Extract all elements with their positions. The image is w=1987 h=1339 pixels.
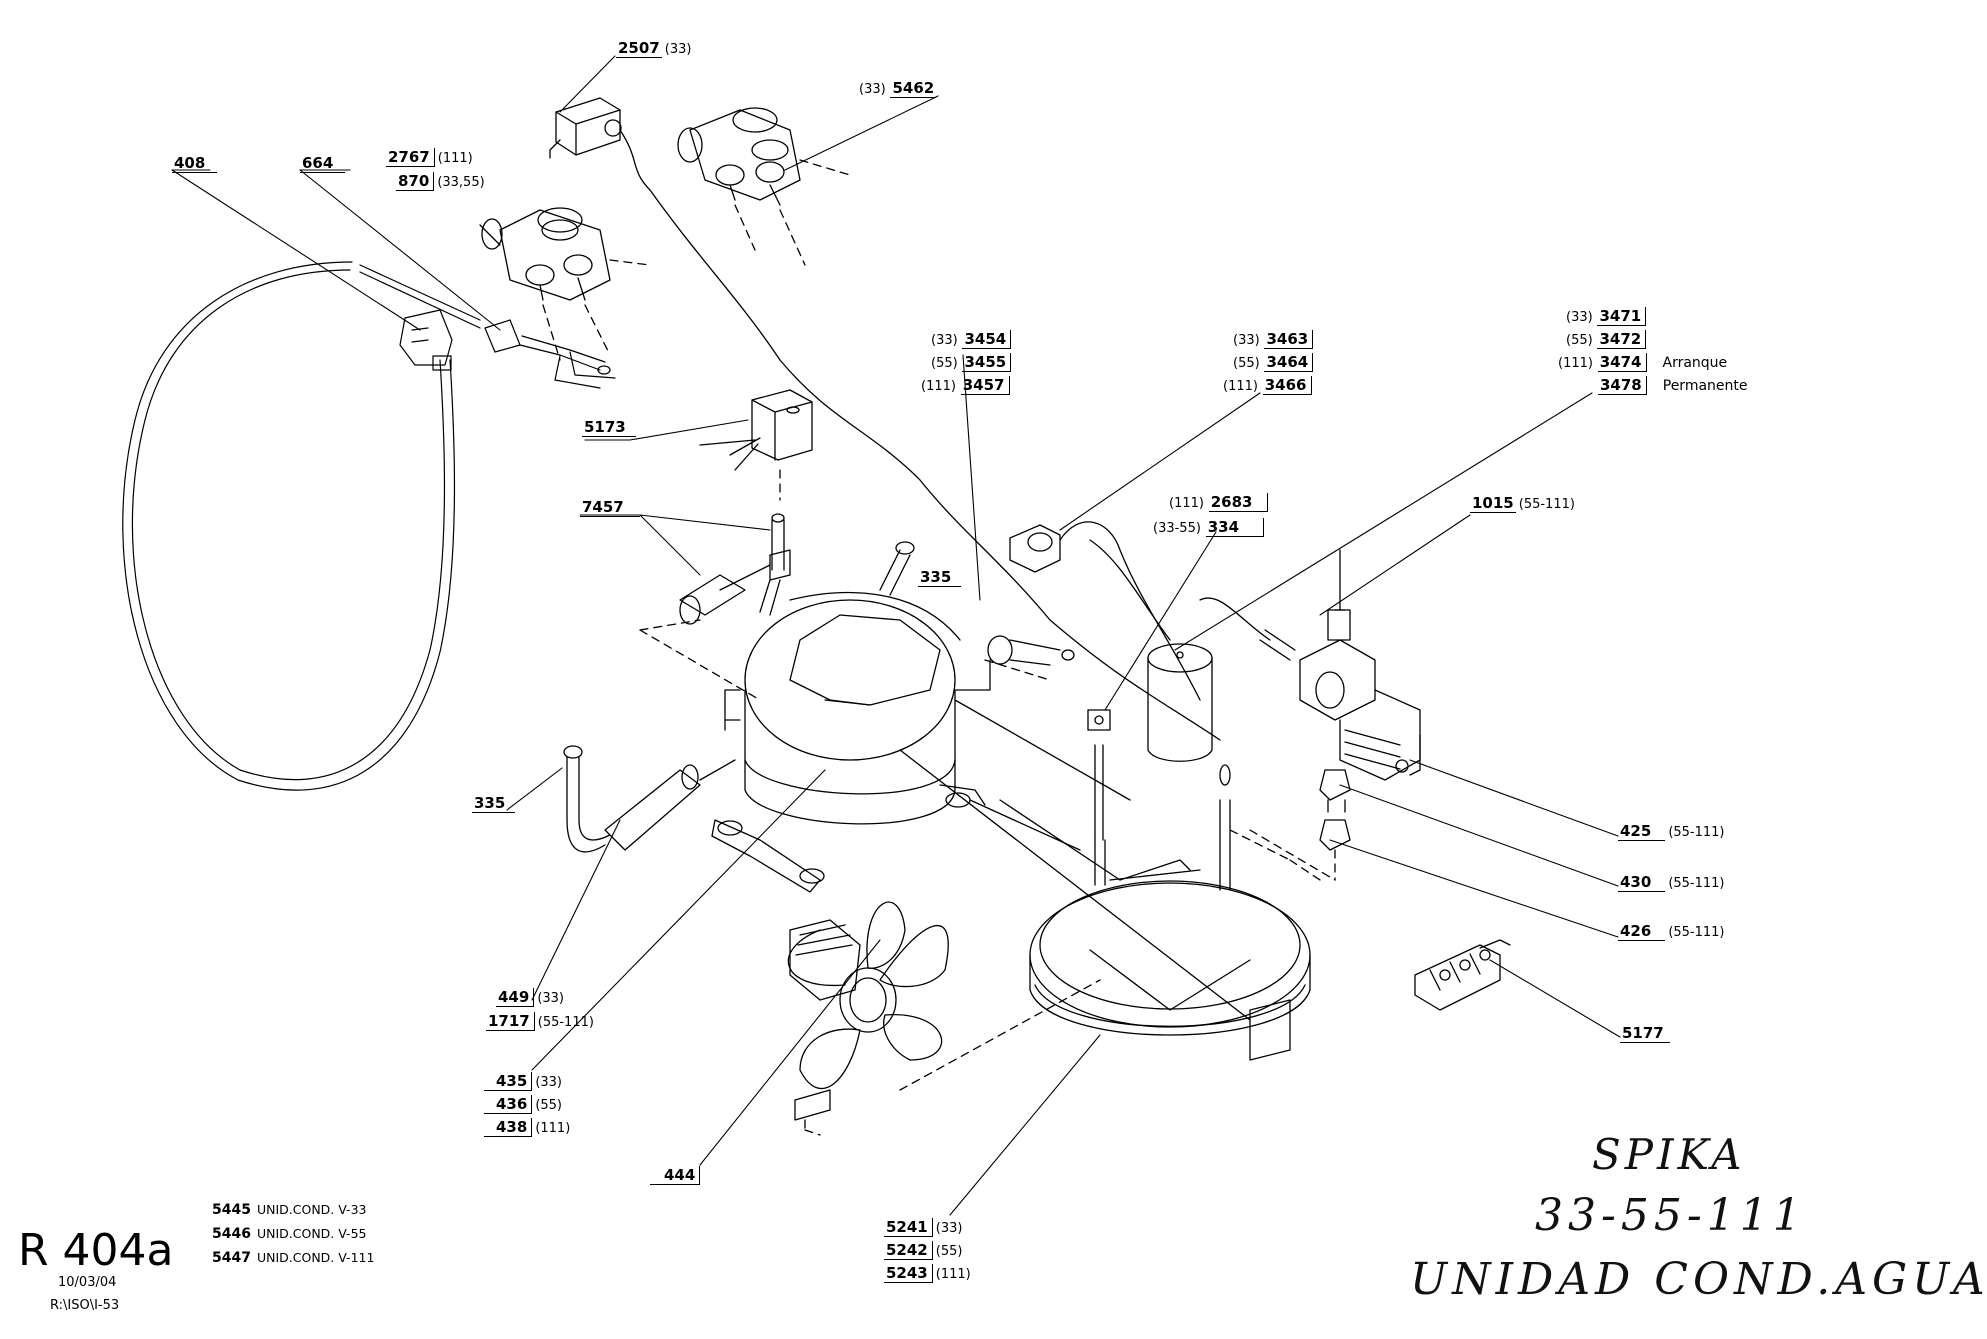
label-2507: 2507(33) [616, 39, 692, 58]
label-2683: (111) 2683 [1166, 493, 1268, 513]
label-2767: 2767(111) [386, 148, 473, 167]
label-430: 430(55-111) [1618, 873, 1725, 892]
relay-3463 [1009, 521, 1201, 701]
label-335-left: 335 [472, 794, 516, 813]
title-model: SPIKA [1592, 1130, 1746, 1179]
label-5173: 5173 [582, 418, 636, 437]
label-870: 870(33,55) [396, 172, 485, 191]
label-449: 449(33) [496, 988, 564, 1007]
label-3455: (55) 3455 [928, 353, 1012, 373]
label-3471: (33) 3471 [1563, 307, 1647, 327]
label-3457: (111) 3457 [918, 376, 1010, 396]
label-408: 408 [172, 154, 218, 173]
label-444: 444 [650, 1166, 701, 1185]
label-3464: (55) 3464 [1230, 353, 1314, 373]
title-variants: 33-55-111 [1535, 1190, 1806, 1241]
label-436: 436(55) [484, 1095, 562, 1115]
valve-7457 [639, 513, 791, 701]
label-438: 438(111) [484, 1118, 570, 1138]
label-1717: 1717(55-111) [486, 1012, 594, 1031]
label-5241: 5241(33) [884, 1218, 963, 1237]
part-number: 2507 [616, 39, 662, 58]
title-unit: UNIDAD COND.AGUA [1410, 1254, 1987, 1305]
label-435: 435(33) [484, 1072, 562, 1092]
power-cord [122, 261, 616, 791]
coil-5173 [699, 389, 813, 501]
label-5242: 5242(55) [884, 1241, 963, 1260]
pipes [899, 699, 1251, 1021]
refrigerant-label: R 404a [18, 1225, 174, 1276]
filter-drier [563, 745, 736, 853]
label-425: 425(55-111) [1618, 822, 1725, 841]
file-path: R:\ISO\I-53 [50, 1298, 120, 1313]
label-664: 664 [300, 154, 346, 173]
label-334: (33-55) 334 [1150, 518, 1265, 538]
water-valve [1199, 549, 1421, 881]
compressor [711, 541, 1075, 893]
capacitor [1089, 539, 1213, 762]
condenser-coil [1029, 709, 1321, 1061]
label-3454: (33) 3454 [928, 330, 1012, 350]
condenser-fan [787, 901, 1101, 1136]
label-5462: (33) 5462 [859, 79, 937, 98]
label-5243: 5243(111) [884, 1264, 971, 1283]
label-335-top: 335 [918, 568, 962, 587]
label-1015: 1015(55-111) [1470, 494, 1575, 513]
label-3463: (33) 3463 [1230, 330, 1314, 350]
part-number: 5462 [890, 79, 937, 98]
solenoid-valve-5462 [677, 107, 851, 266]
leader-lines [171, 55, 1621, 1216]
terminal-block [1414, 939, 1511, 1011]
label-3466: (111) 3466 [1220, 376, 1312, 396]
drawing-date: 10/03/04 [58, 1275, 117, 1290]
solenoid-valve-870 [479, 207, 651, 361]
thermostat-2507 [549, 97, 1221, 741]
label-5177: 5177 [1620, 1024, 1670, 1043]
label-7457: 7457 [580, 498, 640, 517]
label-3472: (55) 3472 [1563, 330, 1647, 350]
label-426: 426(55-111) [1618, 922, 1725, 941]
